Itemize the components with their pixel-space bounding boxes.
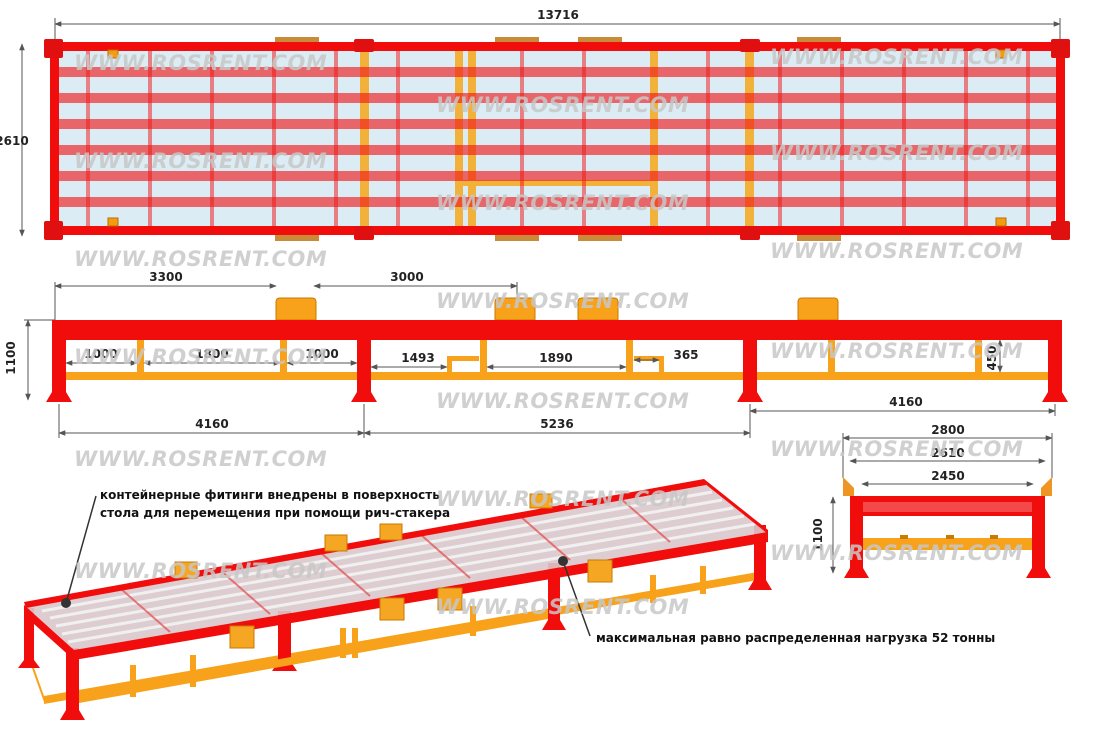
watermark: WWW.ROSRENT.COM	[74, 149, 327, 173]
dim-1100-side: 1100	[4, 341, 18, 374]
side-height-dim: 1100	[4, 319, 55, 401]
watermark: WWW.ROSRENT.COM	[436, 191, 689, 215]
dim-4160-left: 4160	[195, 417, 228, 431]
dim-2800: 2800	[931, 423, 964, 437]
dim-1800: 1800	[195, 347, 228, 361]
watermark: WWW.ROSRENT.COM	[74, 247, 327, 271]
dim-1000-b: 1000	[305, 347, 338, 361]
lower-rails	[60, 340, 1056, 380]
top-view: 13716 2610	[0, 8, 1070, 241]
watermark: WWW.ROSRENT.COM	[770, 141, 1023, 165]
fittings-note-line2: стола для перемещения при помощи рич-ста…	[100, 506, 450, 520]
deck-slats	[55, 67, 1060, 207]
width-label: 2610	[0, 134, 29, 148]
watermark: WWW.ROSRENT.COM	[436, 595, 689, 619]
perspective-view: контейнерные фитинги внедрены в поверхно…	[18, 479, 995, 720]
watermark: WWW.ROSRENT.COM	[770, 45, 1023, 69]
dim-450: 450	[985, 345, 999, 370]
watermark: WWW.ROSRENT.COM	[74, 447, 327, 471]
watermark: WWW.ROSRENT.COM	[770, 239, 1023, 263]
watermark: WWW.ROSRENT.COM	[436, 289, 689, 313]
dim-1100-end: 1100	[811, 518, 825, 551]
container-fittings	[44, 39, 1070, 240]
end-frame	[843, 477, 1052, 578]
side-top-dims: 3300 3000	[54, 270, 518, 320]
watermark: WWW.ROSRENT.COM	[436, 487, 689, 511]
3d-side-rails	[79, 566, 754, 703]
side-frame	[46, 320, 1068, 402]
fittings-note-line1: контейнерные фитинги внедрены в поверхно…	[100, 488, 440, 502]
watermarks: WWW.ROSRENT.COM WWW.ROSRENT.COM WWW.ROSR…	[74, 45, 1023, 619]
watermark: WWW.ROSRENT.COM	[770, 541, 1023, 565]
end-dims: 2800 2610 2450 1100	[811, 423, 1053, 574]
top-view-frame	[50, 42, 1065, 235]
dim-1493: 1493	[401, 351, 434, 365]
watermark: WWW.ROSRENT.COM	[770, 437, 1023, 461]
dim-5236: 5236	[540, 417, 573, 431]
watermark: WWW.ROSRENT.COM	[770, 339, 1023, 363]
watermark: WWW.ROSRENT.COM	[74, 51, 327, 75]
dim-2450: 2450	[931, 469, 964, 483]
dim-1890: 1890	[539, 351, 572, 365]
support-beams	[360, 46, 754, 232]
3d-deck-crossbars	[119, 497, 671, 633]
dim-3000: 3000	[390, 270, 423, 284]
length-dimension: 13716	[54, 8, 1061, 42]
3d-deck-slats	[41, 490, 756, 644]
deck-lattice	[86, 46, 1030, 232]
side-bottom-dims: 4160 5236 4160	[58, 395, 1056, 438]
dim-3300: 3300	[149, 270, 182, 284]
top-view-brackets	[275, 37, 841, 241]
watermark: WWW.ROSRENT.COM	[74, 559, 327, 583]
annotation-leaders	[65, 495, 591, 637]
end-view: 2800 2610 2450 1100	[811, 423, 1053, 578]
dim-1000-a: 1000	[84, 347, 117, 361]
watermark: WWW.ROSRENT.COM	[436, 93, 689, 117]
max-load-note: максимальная равно распределенная нагруз…	[596, 631, 995, 645]
side-inner-dims: 1000 1800 1000 1493 1890 365 450	[65, 339, 1003, 373]
width-dimension: 2610	[0, 43, 29, 237]
3d-brackets	[174, 493, 613, 649]
watermark: WWW.ROSRENT.COM	[436, 389, 689, 413]
dim-2610: 2610	[931, 446, 964, 460]
side-brackets	[275, 297, 839, 321]
length-label: 13716	[537, 8, 579, 22]
watermark: WWW.ROSRENT.COM	[74, 345, 327, 369]
side-view: 3300 3000 1100	[4, 270, 1068, 438]
fitting-sockets	[107, 49, 1007, 227]
dim-365: 365	[673, 348, 698, 362]
dim-4160-right: 4160	[889, 395, 922, 409]
